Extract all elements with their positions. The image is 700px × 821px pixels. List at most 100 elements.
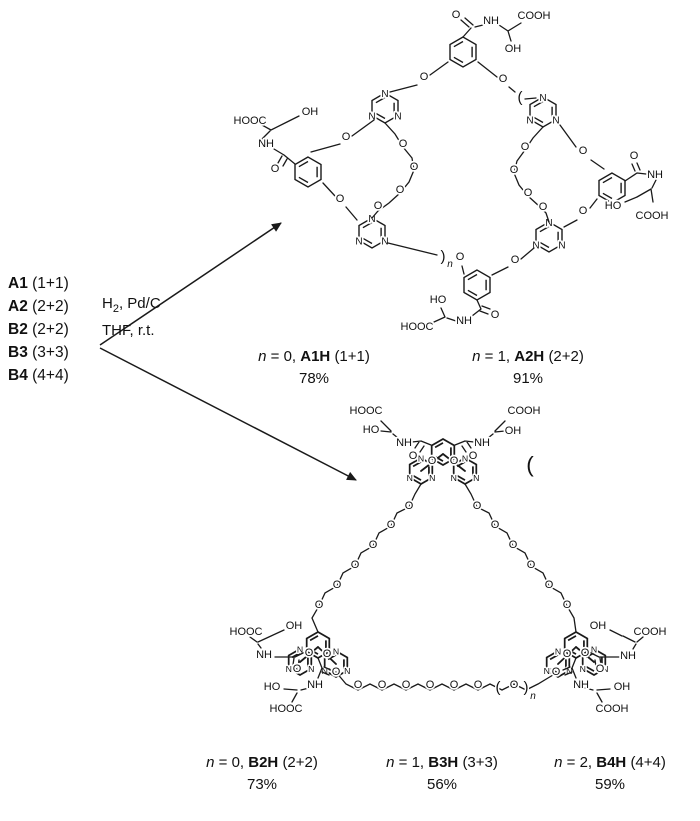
oxygen-label [447,677,461,693]
paren-close [439,246,447,267]
amide-nh [472,435,492,451]
oxygen-label [518,139,532,155]
benzene-ring [294,156,322,188]
product-label-b2h: n = 0, B2H (2+2) 73% [178,753,346,795]
oxygen-label [508,252,522,268]
product-name-line: n = 1, A2H (2+2) [472,348,584,365]
paren-open [516,87,524,108]
product-yield: 91% [512,370,544,387]
arrow-to-top-product [99,222,282,346]
conditions-reagent: H2, Pd/C [102,295,161,315]
product-yield: 56% [426,776,458,793]
oxygen-label [576,203,590,219]
carboxyl [398,319,436,335]
oxygen-label [384,517,398,533]
product-label-b4h: n = 2, B4H (4+4) 59% [526,753,694,795]
repeat-n [528,689,538,704]
product-name-line: n = 2, B4H (4+4) [554,754,666,771]
amide-nh [394,435,414,451]
reactant-a1: A1 (1+1) [8,275,69,292]
reactant-b4: B4 (4+4) [8,367,69,384]
oxygen-label [576,143,590,159]
carbonyl-oxygen-label [488,307,502,323]
oxygen-label [396,136,410,152]
oxygen-label [447,453,461,469]
oxygen-label [470,498,484,514]
amide-nh [481,13,501,29]
hydroxyl [588,618,609,634]
product-name-line: n = 0, B2H (2+2) [206,754,318,771]
oxygen-label [402,498,416,514]
oxygen-label [371,198,385,214]
amide-nh [256,136,276,152]
carbonyl-oxygen-label [593,661,607,677]
product-label-a2h: n = 1, A2H (2+2) 91% [438,347,618,389]
oxygen-label [471,677,485,693]
oxygen-label [496,71,510,87]
oxygen-label [333,191,347,207]
oxygen-label [542,577,556,593]
benzene-ring [463,269,491,301]
serine-cap-bonds [261,17,657,323]
paren-close [522,677,530,698]
benzene-ring [449,36,477,68]
serine-cap-bonds [249,420,644,703]
hydroxyl [361,422,382,438]
hydroxyl [503,41,524,57]
oxygen-label [506,537,520,553]
conditions-solvent: THF, r.t. [102,322,155,339]
oxygen-label [393,182,407,198]
oxygen-label [417,69,431,85]
carbonyl-oxygen-label [627,148,641,164]
hydroxyl [612,679,633,695]
reaction-arrows [99,222,357,481]
amide-nh [454,313,474,329]
hydroxyl [300,104,321,120]
oxygen-label [407,159,421,175]
aryl-ether-bonds [310,61,605,276]
oxygen-label [578,645,592,661]
hydroxyl [284,618,305,634]
hydroxyl [603,198,624,214]
corner-cluster-bonds [299,453,595,665]
oxygen-label [425,453,439,469]
amide-nh [645,167,665,183]
reactant-a2: A2 (2+2) [8,298,69,315]
oxygen-label [507,162,521,178]
carboxyl [505,403,543,419]
triazine-ring [366,87,404,125]
carbonyl-oxygen-label [329,664,343,680]
carbonyl-oxygen-label [449,7,463,23]
reactant-b2: B2 (2+2) [8,321,69,338]
carboxyl [231,113,269,129]
oxygen-label [423,677,437,693]
triazine-ring [530,216,568,254]
oxygen-label [375,677,389,693]
carboxyl [347,403,385,419]
hydroxyl [503,423,524,439]
carboxyl [593,701,631,717]
amide-nh [618,648,638,664]
carbonyl-oxygen-label [268,161,282,177]
bottom-macrocycle [227,403,669,717]
oxygen-label [320,646,334,662]
carbonyl-oxygen-label [549,664,563,680]
triazine-ring [353,212,391,250]
oxygen-label [366,537,380,553]
product-yield: 73% [246,776,278,793]
product-label-b3h: n = 1, B3H (3+3) 56% [358,753,526,795]
arrow-to-bottom-product [99,347,357,481]
product-yield: 78% [298,370,330,387]
oxygen-label [351,677,365,693]
hydroxyl [262,679,283,695]
carboxyl [515,8,553,24]
oxygen-label [521,185,535,201]
oxygen-label [488,517,502,533]
paren-open [494,677,502,698]
amide-nh [254,647,274,663]
carbonyl-oxygen-label [290,661,304,677]
oxygen-label [524,557,538,573]
reactant-b3: B3 (3+3) [8,344,69,361]
hydroxyl [428,292,449,308]
